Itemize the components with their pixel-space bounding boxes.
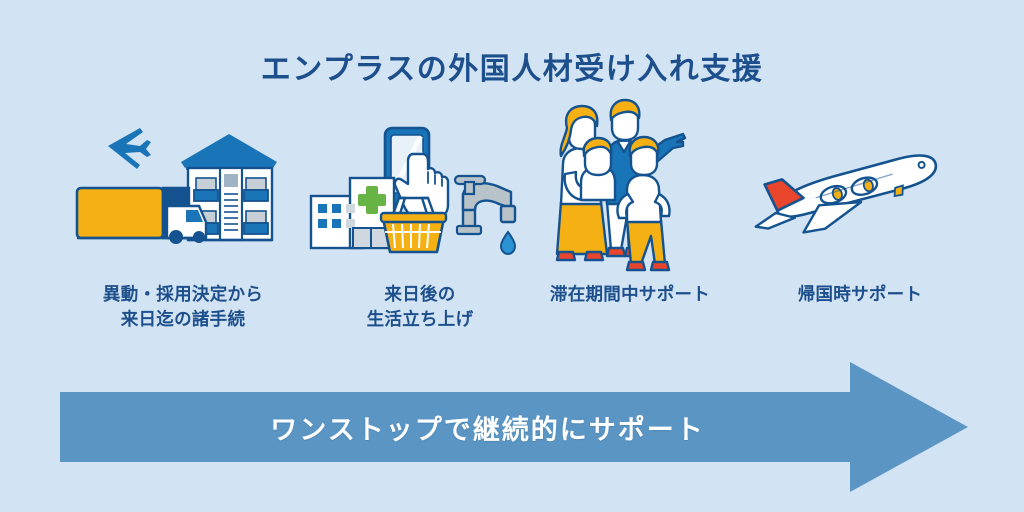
step-item-1: 異動・採用決定から 来日迄の諸手続 (68, 110, 298, 350)
airplane-icon (745, 110, 975, 270)
step-item-3: 滞在期間中サポート (515, 98, 745, 350)
pointing-hand-glyph (393, 152, 450, 221)
relocation-truck-apartment-airplane-icon (68, 110, 298, 270)
step-label-3-line-1: 滞在期間中サポート (549, 284, 711, 304)
arrow-shape (60, 362, 968, 492)
small-airplane-glyph (108, 128, 151, 169)
mother-figure (555, 104, 609, 262)
right-arrow-banner: ワンストップで継続的にサポート (60, 362, 970, 492)
page-title: エンプラスの外国人材受け入れ支援 (260, 53, 764, 86)
family-of-four-icon (515, 98, 745, 272)
smartphone-hospital-basket-faucet-icon (305, 110, 535, 270)
step-label-3: 滞在期間中サポート (515, 282, 745, 307)
step-label-2: 来日後の 生活立ち上げ (305, 282, 535, 333)
child-figure (616, 135, 671, 272)
step-item-4: 帰国時サポート (745, 110, 975, 350)
shopping-basket-glyph (379, 196, 448, 254)
step-label-2-line-1: 来日後の (384, 284, 456, 304)
moving-truck-glyph (75, 186, 208, 244)
baby-figure (579, 136, 617, 202)
step-label-2-line-2: 生活立ち上げ (366, 309, 474, 330)
faucet-glyph (453, 174, 517, 256)
banner-text: ワンストップで継続的にサポート (270, 414, 705, 445)
step-label-1-line-2: 来日迄の諸手続 (120, 309, 246, 330)
step-label-4: 帰国時サポート (745, 282, 975, 307)
step-item-2: 来日後の 生活立ち上げ (305, 110, 535, 350)
step-label-1-line-1: 異動・採用決定から (102, 284, 264, 304)
step-label-1: 異動・採用決定から 来日迄の諸手続 (68, 282, 298, 333)
step-label-4-line-1: 帰国時サポート (797, 284, 923, 304)
